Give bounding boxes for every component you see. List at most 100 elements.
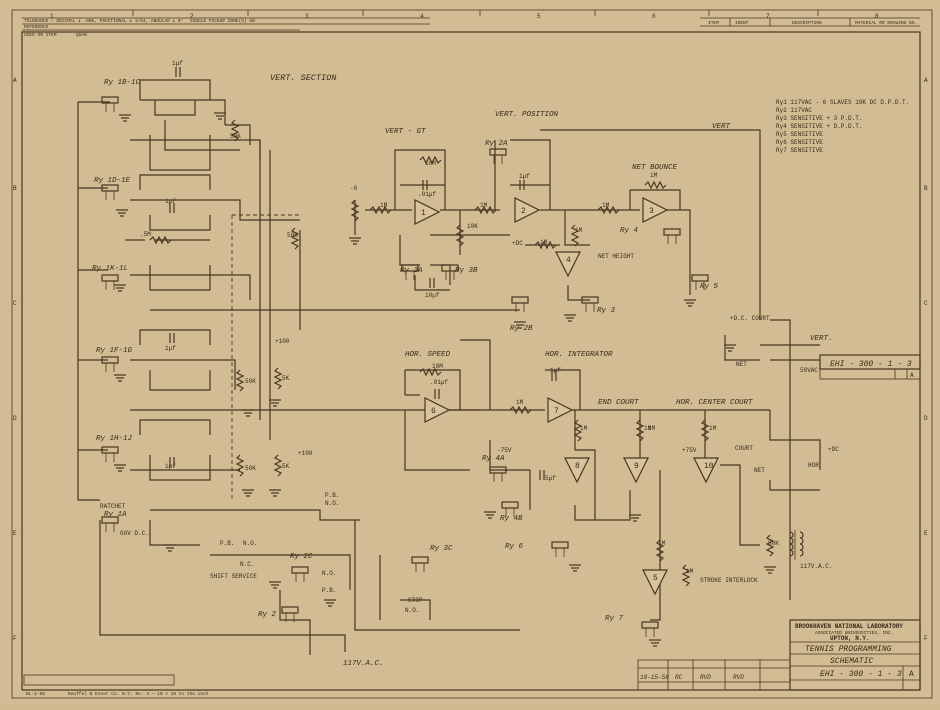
ground-symbol	[684, 299, 696, 307]
amplifier: 9	[623, 457, 649, 484]
amplifier: 3	[642, 197, 669, 223]
ident-label: IDENT	[735, 20, 749, 26]
relay-label: Ry 4	[620, 227, 639, 235]
pb-label: P.B.	[220, 540, 234, 547]
relay-contact	[551, 541, 569, 557]
pb-label: N.C.	[240, 561, 254, 568]
column-marker: 1	[50, 13, 54, 20]
reference-text: REFERENCE	[24, 24, 49, 30]
capacitor	[519, 180, 525, 190]
relay-label: Ry 3B	[455, 267, 478, 275]
transformer	[789, 530, 804, 560]
ground-symbol	[114, 284, 126, 292]
pb-label: N.O.	[322, 570, 336, 577]
relay-contact	[663, 228, 681, 244]
res-value: 50K	[287, 232, 298, 239]
used-on-label: USED ON ITEM	[24, 32, 57, 38]
amplifier: 5	[642, 569, 668, 596]
date-value: 10-15-58	[640, 674, 669, 681]
column-marker: 4	[420, 13, 424, 20]
res-value: 1M	[686, 568, 694, 575]
column-marker: 6	[652, 13, 656, 20]
relay-label: Ry 1A	[104, 511, 127, 519]
relay-note: Ry2 117VAC	[776, 107, 812, 114]
resistor	[573, 419, 583, 442]
relay-note: Ry1 117VAC - 6 SLAVES 10K DC D.P.D.T.	[776, 99, 909, 106]
resistor	[509, 405, 532, 415]
desc-label: DESCRIPTION	[792, 20, 822, 26]
row-marker: B	[13, 185, 17, 192]
resistor	[765, 534, 775, 557]
row-marker: E	[13, 530, 17, 537]
vert-out-label: VERT.	[810, 335, 833, 343]
resistor	[235, 369, 245, 392]
res-value: 50K	[768, 540, 779, 547]
row-marker: C	[924, 300, 928, 307]
supply-value: +DC	[512, 240, 523, 247]
resistor	[230, 119, 240, 142]
resistor	[235, 454, 245, 477]
amplifier-number: 2	[521, 207, 526, 216]
resistor	[419, 367, 442, 377]
ground-symbol	[569, 564, 581, 572]
relay-label: Ry 2	[258, 611, 277, 619]
resistor	[597, 205, 620, 215]
relay-notes: Ry1 117VAC - 6 SLAVES 10K DC D.P.D.T.Ry2…	[776, 99, 909, 154]
res-value: 1M	[380, 202, 388, 209]
resistor	[290, 227, 300, 250]
res-value: 1M	[580, 425, 588, 432]
row-marker: E	[924, 530, 928, 537]
cap-value: 1µf	[165, 463, 176, 470]
header-block: TOLERANCE — DECIMAL ± .005, FRACTIONAL ±…	[22, 17, 920, 38]
vert-position-label: VERT. POSITION	[495, 111, 559, 119]
amplifier: 8	[564, 457, 590, 484]
fifty-vac-label: 50VAC	[800, 367, 818, 374]
relay-label: Ry 6	[505, 543, 524, 551]
row-marker: F	[13, 635, 17, 642]
relay-label: Ry 1B-1C	[104, 79, 141, 87]
hor-integrator-label: HOR. INTEGRATOR	[545, 351, 613, 359]
drawing-number: EHI - 300 - 1 - 3	[820, 670, 902, 679]
capacitor	[429, 278, 435, 288]
relay-contact	[691, 274, 709, 290]
amplifier-number: 5	[653, 574, 658, 583]
amplifier-number: 9	[634, 462, 639, 471]
res-value: 1M	[650, 172, 658, 179]
amplifier: 6	[424, 397, 451, 423]
drawing-title: SCHEMATIC	[830, 657, 873, 666]
supply-value: -75V	[497, 447, 512, 454]
res-value: 1M	[658, 540, 666, 547]
relay-note: Ry4 SENSITIVE + D.P.D.T.	[776, 123, 862, 130]
relay-note: Ry7 SENSITIVE	[776, 147, 823, 154]
hor-label: HOR	[808, 462, 819, 469]
capacitor	[422, 180, 428, 190]
tolerance-text: TOLERANCE — DECIMAL ± .005, FRACTIONAL ±…	[24, 18, 183, 24]
amplifier: 10	[693, 457, 719, 484]
capacitor	[539, 470, 545, 480]
ground-symbol	[514, 321, 526, 329]
supply-value: +75V	[682, 447, 697, 454]
ground-symbol	[242, 489, 254, 497]
ground-symbol	[629, 514, 641, 522]
drawn-value: RC	[675, 674, 683, 681]
relay-label: Ry 4A	[482, 455, 505, 463]
resistor	[273, 454, 283, 477]
vert-section-label: VERT. SECTION	[270, 73, 337, 83]
row-marker: F	[924, 635, 928, 642]
res-value: 1M	[516, 399, 524, 406]
cap-value: .01µf	[418, 191, 436, 198]
resistor	[681, 564, 691, 587]
column-marker: 7	[766, 13, 770, 20]
amplifier-number: 7	[554, 407, 559, 416]
pb-label: P.B.	[325, 492, 339, 499]
vert-label: VERT	[712, 123, 731, 131]
supply-value: +100	[298, 450, 313, 457]
relay-label: Ry 3	[597, 307, 616, 315]
amplifier-number: 10	[704, 462, 714, 471]
dc-court-label: +D.C. COURT	[730, 315, 770, 322]
amplifier: 2	[514, 197, 541, 223]
gov-dc-label: GOV D.C.	[120, 530, 149, 537]
